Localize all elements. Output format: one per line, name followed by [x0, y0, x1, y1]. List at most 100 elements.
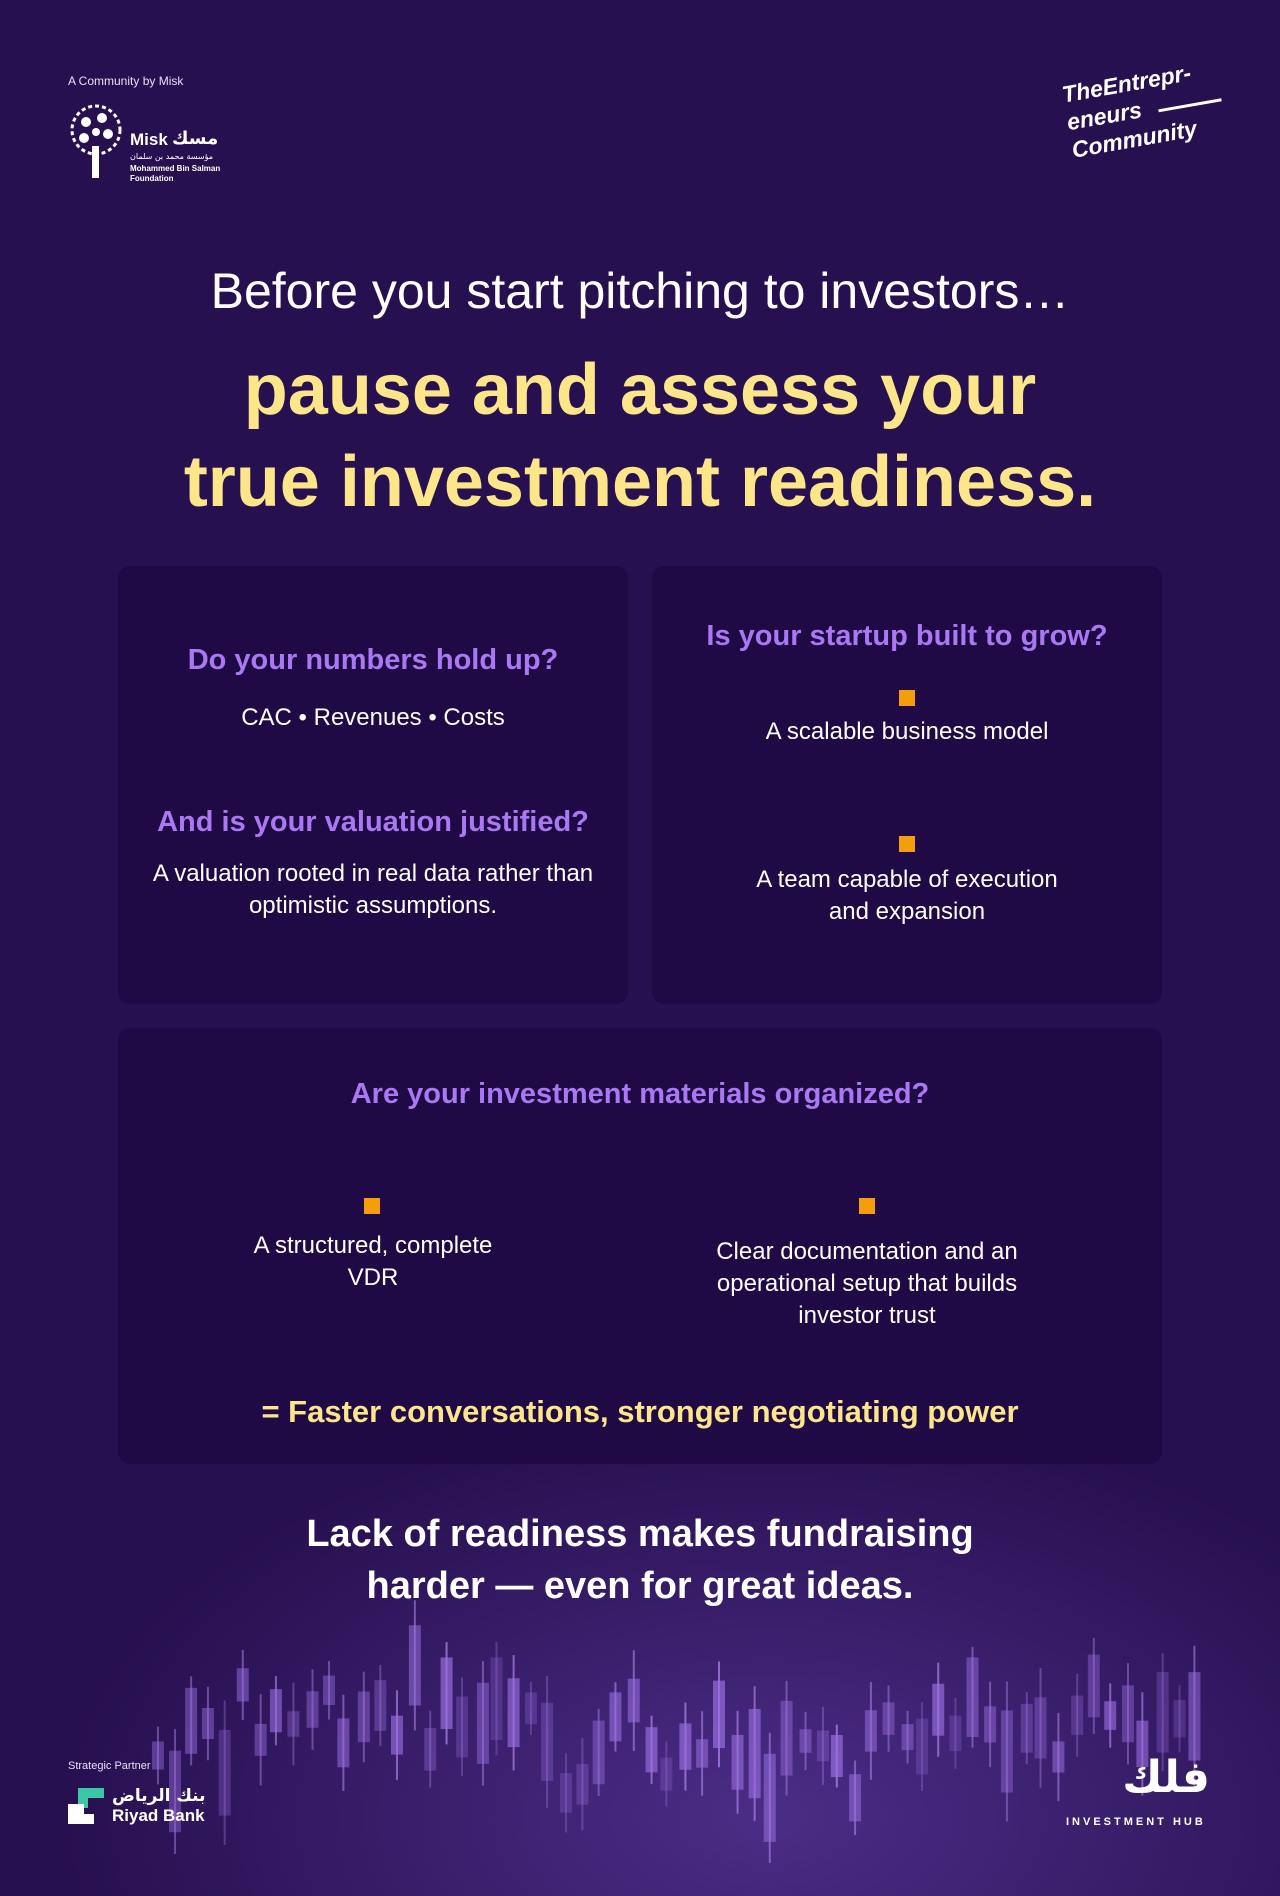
candle-body	[390, 1715, 403, 1755]
intro-text: Before you start pitching to investors…	[210, 263, 1070, 319]
candle-wick	[1126, 1663, 1129, 1765]
candle-body	[882, 1702, 895, 1735]
tagline-line1: Lack of readiness makes fundraising	[306, 1513, 974, 1555]
candle-wick	[223, 1700, 226, 1845]
falak-name-en: INVESTMENT HUB	[1066, 1816, 1206, 1828]
misk-name-ar: مسك	[172, 128, 219, 149]
card-materials-point1: A structured, complete VDR	[253, 1232, 493, 1291]
card-growth-point2: A team capable of execution and expansio…	[756, 866, 1058, 925]
candle-body	[1104, 1701, 1117, 1730]
candle-body	[1173, 1700, 1186, 1738]
candle-body	[816, 1730, 829, 1762]
candle-body	[306, 1691, 319, 1728]
card-valuation-answer: A valuation rooted in real data rather t…	[152, 860, 594, 919]
card-numbers: Do your numbers hold up? CAC • Revenues …	[118, 566, 628, 1004]
riyad-bank-name-ar: بنك الرياض	[112, 1786, 206, 1806]
card-materials: Are your investment materials organized?…	[118, 1028, 1162, 1464]
headline-line2: true investment readiness.	[183, 442, 1097, 522]
candle-body	[731, 1734, 744, 1790]
candle-body	[984, 1706, 997, 1743]
candle-wick	[971, 1646, 974, 1748]
candle-body	[916, 1718, 929, 1775]
candle-body	[849, 1774, 862, 1822]
bullet-square-icon	[899, 690, 915, 706]
candle-body	[357, 1691, 370, 1743]
misk-subtitle-en: Mohammed Bin Salman Foundation	[130, 164, 221, 183]
candle-body	[507, 1678, 520, 1748]
candle-body	[966, 1657, 979, 1737]
candle-body	[440, 1657, 453, 1730]
card-growth-question: Is your startup built to grow?	[706, 620, 1108, 652]
candle-body	[780, 1700, 793, 1776]
candle-wick	[989, 1681, 992, 1768]
candle-wick	[1092, 1637, 1095, 1734]
candle-wick	[581, 1738, 584, 1831]
candle-body	[236, 1668, 249, 1702]
candle-body	[254, 1723, 267, 1756]
misk-name-en: Misk	[130, 130, 168, 149]
candle-wick	[887, 1685, 890, 1752]
card-materials-question: Are your investment materials organized?	[350, 1078, 930, 1110]
candle-body	[1034, 1697, 1047, 1759]
candle-wick	[362, 1671, 365, 1763]
candle-wick	[311, 1669, 314, 1750]
candle-body	[269, 1689, 282, 1733]
candle-body	[864, 1710, 877, 1752]
candle-body	[932, 1683, 945, 1736]
candle-wick	[546, 1675, 549, 1808]
entrepreneurs-community-logo: TheEntrepr- eneurs Community	[1060, 52, 1245, 180]
candle-wick	[206, 1686, 209, 1761]
candle-wick	[481, 1661, 484, 1786]
bullet-square-icon	[859, 1198, 875, 1214]
candle-body	[323, 1675, 336, 1706]
candle-body	[524, 1692, 537, 1725]
candle-wick	[665, 1741, 668, 1807]
candle-wick	[429, 1710, 432, 1788]
card-materials-point2: Clear documentation and an operational s…	[716, 1238, 1018, 1329]
candle-wick	[804, 1711, 807, 1771]
candle-body	[541, 1702, 554, 1781]
misk-subtitle-ar: مؤسسة محمد بن سلمان	[130, 152, 214, 161]
candle-body	[1052, 1741, 1065, 1773]
riyad-bank-mark-icon	[68, 1788, 104, 1824]
falak-logo: فلك INVESTMENT HUB	[1064, 1752, 1214, 1832]
candlestick-background	[151, 1600, 1201, 1864]
candle-body	[424, 1727, 437, 1771]
misk-logo: Misk مسك مؤسسة محمد بن سلمان Mohammed Bi…	[66, 104, 246, 184]
candle-body	[151, 1741, 164, 1770]
candle-wick	[785, 1680, 788, 1796]
candle-wick	[461, 1677, 464, 1777]
candle-body	[490, 1657, 503, 1741]
candle-body	[169, 1750, 182, 1833]
candle-body	[576, 1763, 589, 1805]
candle-wick	[190, 1676, 193, 1766]
candle-body	[337, 1718, 350, 1768]
candle-wick	[1076, 1673, 1079, 1757]
candle-wick	[328, 1661, 331, 1720]
candle-body	[1188, 1672, 1201, 1761]
candle-body	[1087, 1654, 1100, 1718]
candle-body	[408, 1625, 421, 1706]
strategic-partner-label: Strategic Partner	[68, 1760, 151, 1772]
card-growth: Is your startup built to grow? A scalabl…	[652, 566, 1162, 1004]
candle-body	[609, 1692, 622, 1742]
candle-wick	[906, 1710, 909, 1764]
card-numbers-question: Do your numbers hold up?	[187, 644, 559, 676]
candle-body	[679, 1723, 692, 1770]
candle-wick	[1025, 1692, 1028, 1765]
candle-body	[949, 1715, 962, 1752]
candle-wick	[1178, 1685, 1181, 1753]
candle-body	[456, 1696, 469, 1758]
candle-body	[1136, 1720, 1149, 1768]
candle-body	[901, 1724, 914, 1751]
candle-body	[185, 1687, 198, 1754]
tagline: Lack of readiness makes fundraising hard…	[0, 1508, 1280, 1612]
candle-body	[660, 1757, 673, 1791]
candle-wick	[1161, 1653, 1164, 1772]
community-by-label: A Community by Misk	[68, 74, 184, 88]
candle-body	[748, 1708, 761, 1799]
candle-wick	[156, 1726, 159, 1785]
candle-body	[1020, 1703, 1033, 1753]
candle-wick	[821, 1706, 824, 1785]
candle-wick	[921, 1702, 924, 1791]
